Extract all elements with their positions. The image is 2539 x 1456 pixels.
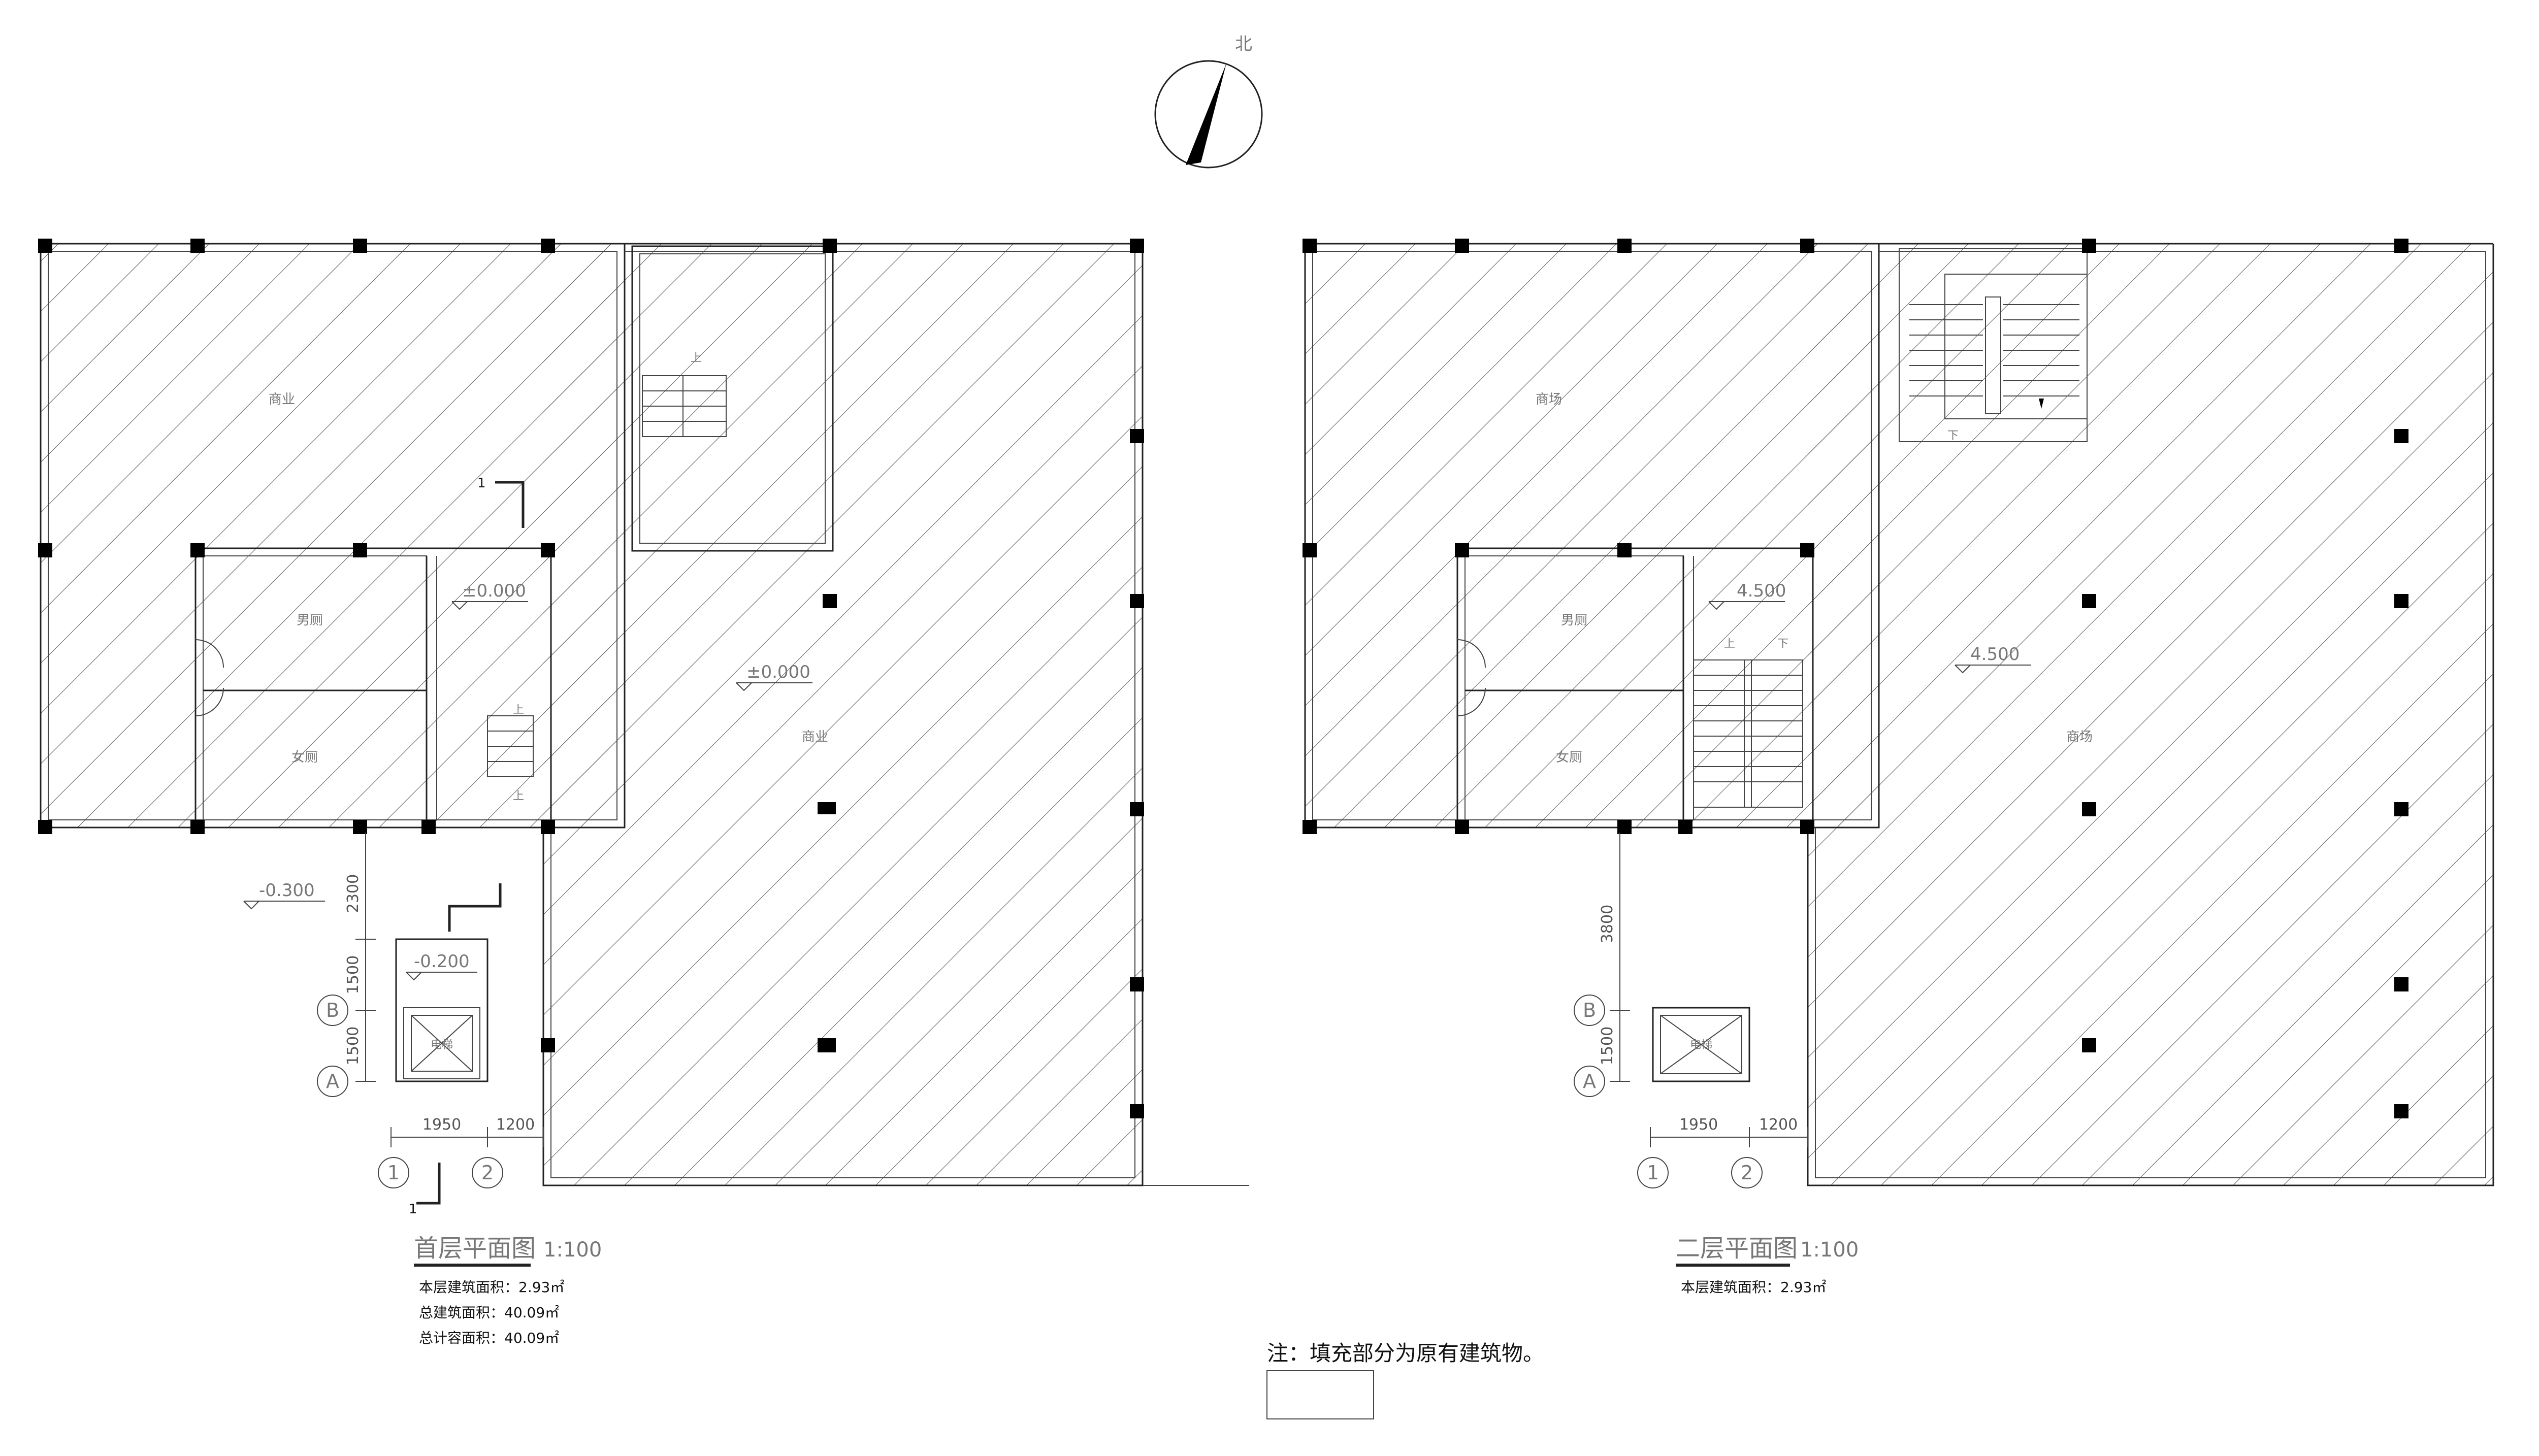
legend: 注：填充部分为原有建筑物。	[1266, 1341, 1544, 1419]
existing-area-right	[543, 244, 1143, 1185]
svg-text:1: 1	[477, 476, 486, 491]
svg-text:2300: 2300	[344, 874, 362, 913]
svg-text:4.500: 4.500	[1737, 581, 1786, 601]
plan1-room-female-wc: 女厕	[291, 750, 318, 765]
svg-text:4.500: 4.500	[1970, 644, 2020, 665]
north-label: 北	[1235, 34, 1252, 54]
svg-text:-0.300: -0.300	[259, 880, 315, 901]
plan2-room-male-wc: 男厕	[1561, 613, 1587, 628]
svg-text:±0.000: ±0.000	[746, 662, 810, 682]
plan1-info-0: 本层建筑面积：2.93㎡	[419, 1279, 564, 1296]
plan2-axis-bubbles: B A 1 2	[1574, 995, 1763, 1188]
plan2-scale: 1:100	[1800, 1238, 1859, 1262]
plan1-level-marks: ±0.000 ±0.000 -0.300 -0.200	[243, 581, 812, 981]
svg-text:±0.000: ±0.000	[462, 581, 526, 601]
existing-area-right-2	[1808, 244, 2493, 1185]
svg-text:-0.200: -0.200	[414, 951, 470, 972]
svg-text:1200: 1200	[1759, 1116, 1798, 1134]
svg-text:1500: 1500	[344, 1027, 362, 1065]
columns-plan-1	[38, 239, 1144, 1118]
plan2-room-female-wc: 女厕	[1556, 750, 1582, 765]
plan1-info-1: 总建筑面积：40.09㎡	[419, 1304, 559, 1321]
svg-text:下: 下	[1947, 429, 1959, 442]
svg-text:上: 上	[513, 704, 524, 716]
svg-text:上: 上	[513, 790, 524, 803]
plan2-info-0: 本层建筑面积：2.93㎡	[1681, 1279, 1826, 1296]
svg-text:下: 下	[1777, 638, 1788, 650]
svg-text:1: 1	[387, 1162, 400, 1184]
columns-plan-2	[1303, 239, 2408, 1118]
plan2-level-marks: 4.500 4.500	[1708, 581, 2031, 674]
plan2-room-shop-a: 商场	[1536, 392, 1562, 407]
plan2-title: 二层平面图	[1676, 1234, 1798, 1263]
existing-area-left	[41, 244, 625, 828]
svg-text:A: A	[1583, 1070, 1596, 1093]
plan1-scale: 1:100	[543, 1238, 602, 1262]
svg-text:1950: 1950	[1679, 1116, 1718, 1134]
plan2-dimensions: 3800 1500 1950 1200	[1599, 833, 1808, 1147]
plan1-room-shop-b: 商业	[802, 730, 828, 745]
plan1-title: 首层平面图	[414, 1234, 536, 1263]
svg-text:B: B	[326, 999, 339, 1021]
legend-hatch-swatch	[1266, 1370, 1374, 1419]
plan-1: 电梯 2300 1500 1500 1950 1200 B A 1 2	[38, 239, 1249, 1346]
svg-text:1: 1	[409, 1202, 417, 1217]
plan1-room-shop-a: 商业	[269, 392, 295, 407]
svg-text:B: B	[1583, 999, 1596, 1021]
legend-note: 注：填充部分为原有建筑物。	[1267, 1341, 1544, 1366]
svg-text:1500: 1500	[1599, 1027, 1616, 1065]
plan-2: 电梯 3800 1500 1950 1200 B A 1 2 商场	[1303, 239, 2494, 1296]
section-mark-icon: 1 1	[409, 476, 525, 1217]
plan2-room-shop-b: 商场	[2066, 730, 2093, 745]
north-arrow-icon: 北	[1154, 34, 1263, 169]
svg-text:2: 2	[481, 1162, 494, 1184]
stair-mid-2	[1693, 659, 1803, 808]
plan2-elevator-label: 电梯	[1690, 1039, 1712, 1051]
plan1-dimensions: 2300 1500 1500 1950 1200	[344, 833, 544, 1147]
svg-text:3800: 3800	[1599, 905, 1616, 943]
stair-1	[642, 375, 727, 437]
svg-text:A: A	[326, 1070, 339, 1093]
svg-text:上: 上	[1724, 638, 1735, 650]
svg-text:1950: 1950	[422, 1116, 461, 1134]
plan1-room-male-wc: 男厕	[297, 613, 323, 628]
svg-text:2: 2	[1741, 1162, 1753, 1184]
plan1-elevator-label: 电梯	[431, 1039, 453, 1051]
stair-2	[487, 715, 534, 777]
plan1-axis-bubbles: B A 1 2	[317, 995, 503, 1188]
svg-text:上: 上	[691, 352, 702, 365]
plan1-info-2: 总计容面积：40.09㎡	[419, 1330, 559, 1346]
stair-top-2	[1899, 248, 2088, 442]
existing-area-left-2	[1305, 244, 1879, 828]
svg-text:1: 1	[1647, 1162, 1659, 1184]
svg-text:1200: 1200	[496, 1116, 535, 1134]
svg-text:1500: 1500	[344, 955, 362, 994]
